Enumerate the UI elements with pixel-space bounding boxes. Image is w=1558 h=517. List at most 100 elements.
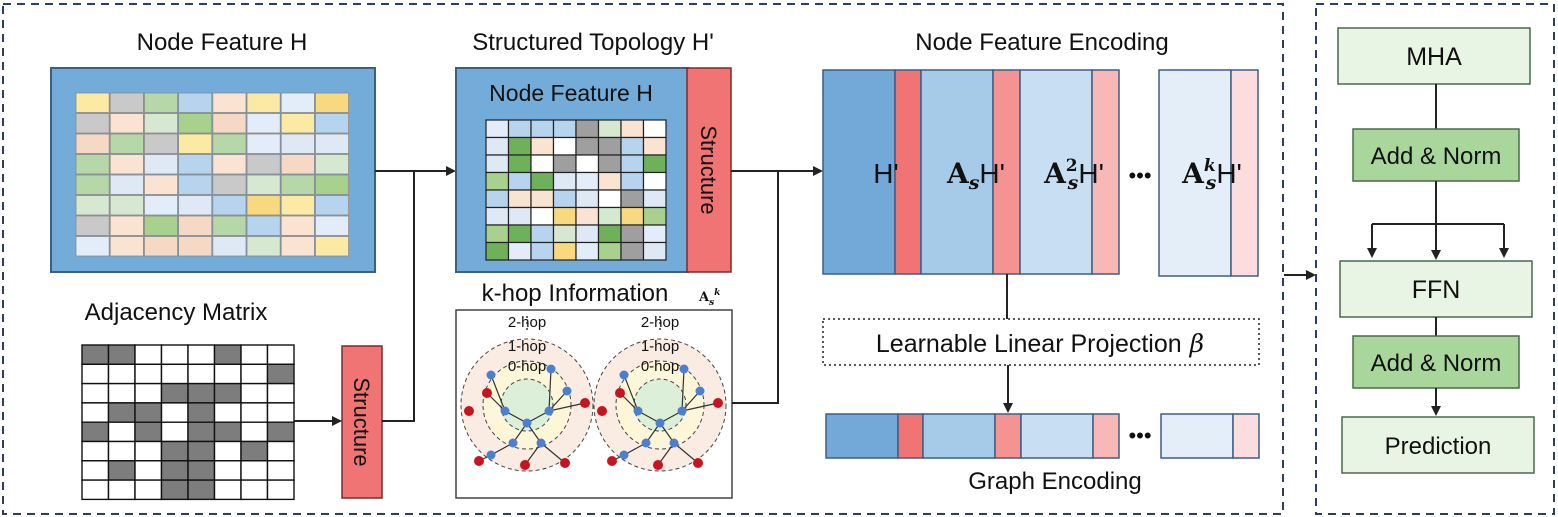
graph-node (693, 458, 703, 468)
feature-cell (143, 236, 178, 257)
topology-feature-cell (530, 189, 555, 209)
graph-node (522, 418, 532, 428)
topology-feature-cell (620, 206, 645, 226)
topology-feature-cell (575, 206, 600, 226)
feature-cell (143, 215, 178, 236)
feature-cell (109, 174, 144, 195)
adjacency-cell (266, 421, 295, 443)
enc-block-h (822, 69, 896, 275)
graph-edge (623, 374, 639, 412)
enc-label-h: H' (873, 158, 899, 189)
feature-cell (109, 154, 144, 175)
graph-edge (681, 402, 719, 412)
feature-cell (246, 92, 281, 113)
graph-node (633, 406, 643, 416)
feature-cell (212, 215, 247, 236)
graph-node (677, 406, 687, 416)
topology-feature-cell (620, 171, 645, 191)
graph-node (544, 406, 554, 416)
adjacency-cell (107, 382, 136, 404)
topology-feature-cell (530, 224, 555, 244)
adjacency-cell (81, 344, 110, 365)
graph-enc-as (922, 413, 996, 459)
feature-cell (178, 215, 213, 236)
feature-cell (143, 92, 178, 113)
adjacency-cell (160, 479, 189, 501)
topology-feature-cell (485, 224, 510, 244)
hop-label-one: 1-hop (641, 338, 679, 355)
graph-node (486, 450, 496, 460)
adjacency-cell (134, 479, 163, 501)
topology-feature-cell (507, 154, 532, 174)
topology-feature-cell (575, 241, 600, 261)
adjacency-cell (134, 402, 163, 423)
feature-cell (143, 113, 178, 134)
feature-cell (109, 195, 144, 216)
adjacency-grid (81, 344, 295, 501)
feature-cell (314, 195, 349, 216)
adjacency-cell (81, 421, 110, 443)
graph-enc-h-structure (897, 413, 924, 459)
adjacency-cell (160, 344, 189, 365)
topology-feature-cell (597, 206, 622, 226)
topology-feature-cell (552, 206, 577, 226)
graph-node (615, 388, 625, 398)
graph-node (560, 458, 570, 468)
enc-block-ask-structure (1230, 69, 1259, 277)
adjacency-cell (213, 382, 242, 404)
adjacency-cell (187, 440, 216, 462)
adjacency-cell (187, 382, 216, 404)
mha-box (1337, 27, 1531, 85)
feature-cell (75, 174, 110, 195)
graph-node (508, 438, 518, 448)
topology-feature-cell (530, 241, 555, 261)
topology-feature-cell (485, 206, 510, 226)
prediction-label: Prediction (1385, 433, 1492, 460)
structure-box-label: Structure (349, 377, 374, 466)
feature-cell (178, 236, 213, 257)
graph-enc-ask (1160, 413, 1234, 459)
feature-cell (280, 215, 315, 236)
feature-cell (314, 133, 349, 154)
graph-enc-dots: ••• (1128, 423, 1151, 448)
adjacency-cell (266, 479, 295, 501)
hop-label-two: 2-hop (641, 314, 679, 331)
feature-cell (143, 174, 178, 195)
feature-cell (246, 154, 281, 175)
graph-node (679, 364, 689, 374)
graph-node (641, 438, 651, 448)
topology-feature-cell (575, 119, 600, 139)
graph-enc-as2 (1020, 413, 1094, 459)
topology-feature-cell (485, 136, 510, 156)
adjacency-cell (240, 440, 269, 462)
topology-inner-title: Node Feature H (489, 80, 653, 106)
graph-encoding-title: Graph Encoding (968, 468, 1141, 495)
feature-cell (280, 92, 315, 113)
topology-feature-cell (597, 136, 622, 156)
topology-feature-cell (485, 241, 510, 261)
projection-box (822, 318, 1260, 366)
adjacency-cell (213, 479, 242, 501)
adjacency-cell (213, 363, 242, 385)
topology-feature-cell (530, 154, 555, 174)
graph-edge (548, 368, 552, 412)
khop-title: k-hop Information (482, 280, 669, 307)
adjacency-cell (266, 402, 295, 423)
adjacency-cell (240, 402, 269, 423)
topology-feature-cell (642, 224, 667, 244)
adjacency-cell (187, 421, 216, 443)
topology-feature-cell (485, 189, 510, 209)
enc-block-ask (1158, 69, 1232, 277)
adjacency-cell (240, 344, 269, 365)
topology-feature-cell (485, 171, 510, 191)
graph-node (619, 370, 629, 380)
adjacency-cell (187, 479, 216, 501)
adjacency-cell (107, 440, 136, 462)
adjacency-cell (213, 344, 242, 365)
feature-cell (75, 195, 110, 216)
feature-cell (109, 133, 144, 154)
graph-node (607, 456, 617, 466)
topology-feature-cell (642, 119, 667, 139)
graph-node (655, 418, 665, 428)
enc-label-as: AsH' (946, 157, 1005, 194)
